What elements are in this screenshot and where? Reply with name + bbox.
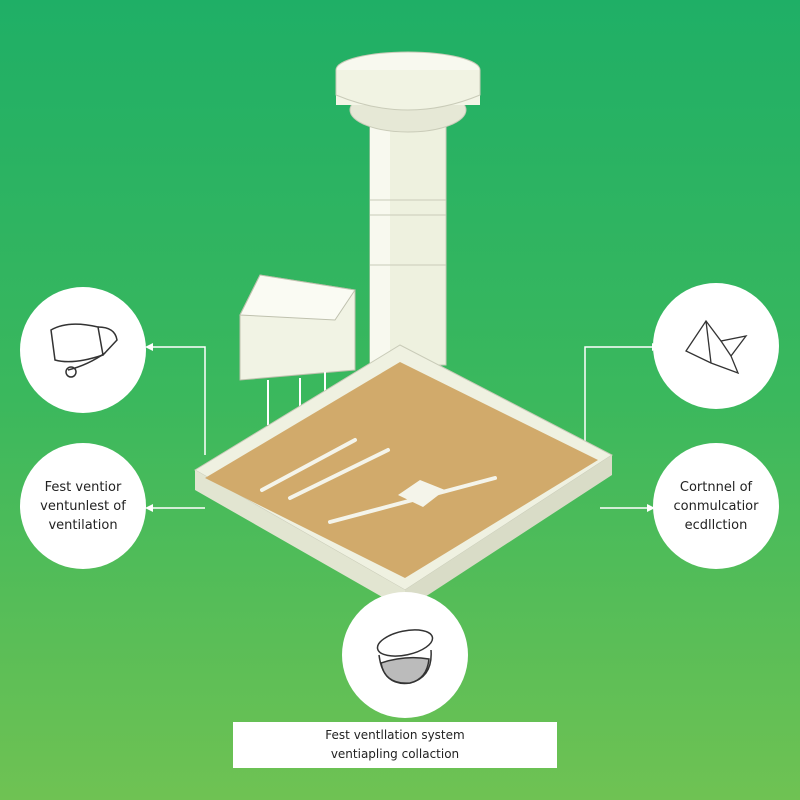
exhaust-duct (335, 51, 481, 366)
folded-filter-icon (685, 319, 748, 375)
left-label-line-1: Fest ventior (44, 479, 122, 495)
duct-fitting-icon (50, 323, 118, 378)
right-label-line-3: ecdllction (684, 517, 748, 533)
connector-top-right (584, 346, 655, 445)
right-label-line-2: conmulcatior (673, 498, 759, 514)
label-circle-right: Cortnnel of conmulcatior ecdllction (653, 443, 779, 569)
icon-circle-top-right (653, 283, 779, 409)
icon-circle-top-left (20, 287, 146, 413)
ceiling-panel (194, 344, 613, 610)
collection-bowl-icon (376, 629, 434, 685)
right-label-line-1: Cortnnel of (679, 479, 753, 495)
label-circle-left: Fest ventior ventunlest of ventilation (20, 443, 146, 569)
caption-line-1: Fest ventllation system (325, 728, 465, 742)
fan-unit (239, 274, 356, 425)
caption-line-2: ventiapling collaction (330, 747, 460, 761)
caption-box: Fest ventllation system ventiapling coll… (233, 722, 557, 768)
connector-top-left (150, 346, 206, 455)
left-label-line-2: ventunlest of (40, 498, 126, 514)
icon-circle-bottom (342, 592, 468, 718)
left-label-line-3: ventilation (48, 517, 118, 533)
